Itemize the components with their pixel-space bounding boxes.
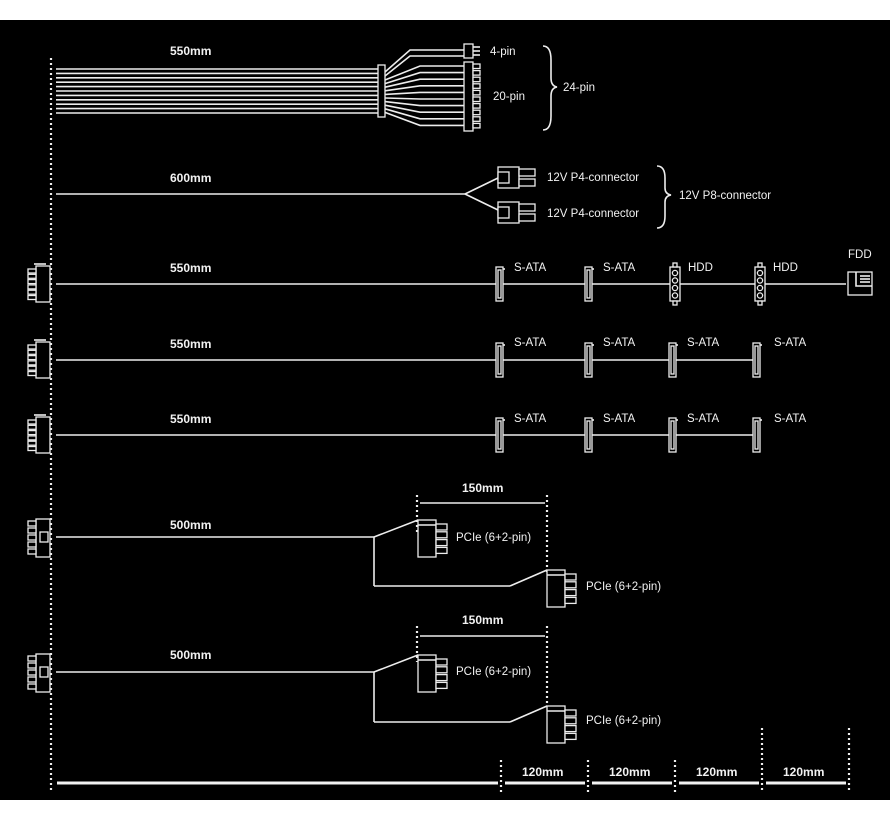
- pin: [472, 63, 481, 70]
- modular-pcie-plug-icon: [27, 653, 51, 693]
- sata-connector-icon: [752, 342, 762, 378]
- scale-label: 120mm: [522, 765, 563, 779]
- cable-atx-24pin: 550mm 4-pin 20-pin 24-pin: [56, 43, 595, 132]
- split-length-label: 150mm: [462, 613, 503, 627]
- connector-label: 4-pin: [490, 46, 516, 58]
- cable-sata-2: 550mm S-ATA S-ATA S-ATA S-ATA: [27, 337, 806, 379]
- pcie-connector-icon: [417, 519, 448, 558]
- connector-label: HDD: [773, 262, 798, 274]
- pcie-connector-icon: [417, 654, 448, 693]
- connector-label: PCIe (6+2-pin): [456, 666, 531, 678]
- sata-connector-icon: [584, 342, 594, 378]
- sata-connector-icon: [668, 342, 678, 378]
- atx-20pin-connector-icon: [463, 61, 481, 132]
- scale-label: 120mm: [609, 765, 650, 779]
- modular-plug-icon: [27, 339, 51, 379]
- group-label: 12V P8-connector: [679, 190, 771, 202]
- modular-plug-icon: [27, 263, 51, 303]
- connector-label: S-ATA: [774, 337, 806, 349]
- connector-label: S-ATA: [603, 337, 635, 349]
- sata-connector-icon: [495, 266, 505, 302]
- pin: [472, 83, 481, 89]
- wire: [384, 49, 464, 73]
- wire: [384, 97, 464, 100]
- wire: [384, 78, 464, 88]
- wire: [384, 108, 464, 120]
- connector-label: FDD: [848, 249, 872, 261]
- pin: [472, 109, 481, 116]
- sata-connector-icon: [668, 417, 678, 453]
- molex-connector-icon: [754, 262, 766, 306]
- pin: [472, 122, 481, 129]
- atx-wire-bundle: [56, 49, 464, 127]
- diagram-canvas: 550mm 4-pin 20-pin 24-pin 600mm: [27, 43, 873, 792]
- wire: [384, 104, 464, 113]
- cable-cpu-eps: 600mm 12V P4-connector 12V P4-connector …: [56, 165, 771, 229]
- connector-label: 20-pin: [493, 91, 525, 103]
- sata-connector-icon: [584, 266, 594, 302]
- cable-sata-3: 550mm S-ATA S-ATA S-ATA S-ATA: [27, 412, 806, 454]
- connector-label: PCIe (6+2-pin): [586, 581, 661, 593]
- connector-label: HDD: [688, 262, 713, 274]
- cable-length-label: 600mm: [170, 171, 211, 185]
- cable-peripheral-1: 550mm S-ATA S-ATA HDD HDD FDD: [27, 249, 873, 306]
- connector-label: PCIe (6+2-pin): [456, 532, 531, 544]
- pin: [472, 89, 481, 96]
- connector-label: S-ATA: [514, 413, 546, 425]
- modular-plug-icon: [27, 414, 51, 454]
- pin: [472, 102, 481, 109]
- sata-connector-icon: [495, 417, 505, 453]
- wire: [384, 71, 464, 85]
- wire: [384, 91, 464, 96]
- cable-length-label: 500mm: [170, 518, 211, 532]
- wire: [384, 55, 464, 77]
- cable-length-label: 550mm: [170, 337, 211, 351]
- wire: [384, 85, 464, 92]
- cable-length-label: 550mm: [170, 44, 211, 58]
- sata-connector-icon: [495, 342, 505, 378]
- connector-label: S-ATA: [687, 413, 719, 425]
- length-scale: 120mm 120mm 120mm 120mm: [57, 728, 851, 792]
- group-label: 24-pin: [563, 82, 595, 94]
- cable-length-label: 500mm: [170, 648, 211, 662]
- pin: [472, 69, 481, 76]
- pin: [472, 96, 481, 103]
- split-length-label: 150mm: [462, 481, 503, 495]
- atx-sleeve-clamp: [377, 64, 386, 118]
- connector-label: S-ATA: [514, 337, 546, 349]
- connector-label: 12V P4-connector: [547, 208, 639, 220]
- sata-connector-icon: [584, 417, 594, 453]
- cable-pcie-2: 500mm 150mm PCIe (6+2-pin) PCIe (6+2-pin…: [27, 613, 661, 744]
- fdd-connector-icon: [847, 271, 873, 296]
- connector-label: 12V P4-connector: [547, 172, 639, 184]
- pcie-connector-icon: [546, 705, 577, 744]
- wire: [384, 65, 464, 81]
- brace-icon: [542, 45, 558, 131]
- connector-label: S-ATA: [514, 262, 546, 274]
- connector-label: S-ATA: [687, 337, 719, 349]
- scale-label: 120mm: [783, 765, 824, 779]
- modular-pcie-plug-icon: [27, 518, 51, 558]
- p4-connector-icon: [497, 166, 536, 189]
- sata-connector-icon: [752, 417, 762, 453]
- pin: [472, 76, 481, 83]
- cable-diagram: 550mm 4-pin 20-pin 24-pin 600mm: [0, 20, 890, 800]
- scale-label: 120mm: [696, 765, 737, 779]
- molex-connector-icon: [669, 262, 681, 306]
- brace-icon: [656, 165, 672, 229]
- cable-length-label: 550mm: [170, 261, 211, 275]
- cable-pcie-1: 500mm 150mm PCIe (6+2-pin) PCIe (6+2-pin…: [27, 481, 661, 608]
- cable-length-label: 550mm: [170, 412, 211, 426]
- pcie-connector-icon: [546, 569, 577, 608]
- connector-label: S-ATA: [603, 262, 635, 274]
- wire: [384, 100, 464, 107]
- p4-connector-icon: [497, 201, 536, 224]
- wire: [384, 111, 464, 127]
- connector-label: PCIe (6+2-pin): [586, 715, 661, 727]
- connector-label: S-ATA: [774, 413, 806, 425]
- pin: [472, 116, 481, 122]
- connector-label: S-ATA: [603, 413, 635, 425]
- atx-4pin-connector-icon: [463, 43, 480, 59]
